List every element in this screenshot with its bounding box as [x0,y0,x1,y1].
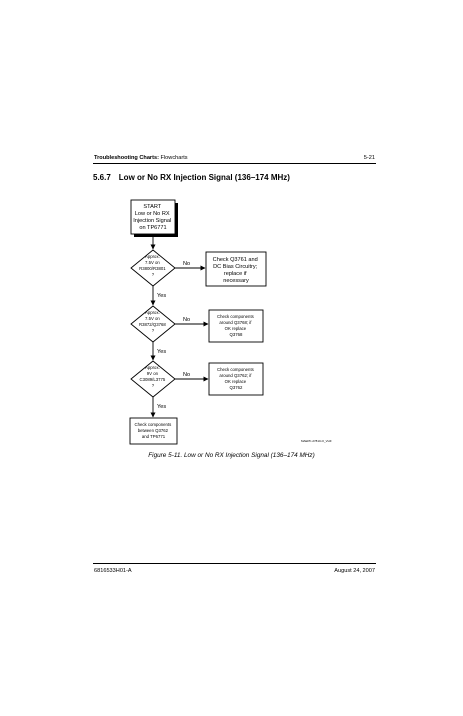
diagram-reference-code: MAEPF-27810-O_VHF [301,439,332,443]
d1-yes-label: Yes [157,293,166,299]
header-rule [93,163,376,164]
end-box-text: Check components between Q3762 and TP677… [135,422,173,439]
action-3-box [208,362,264,396]
d3-yes-label: Yes [157,404,166,410]
footer-doc-number: 6816533H01-A [94,568,132,574]
start-box-text: START Low or No RX Injection Signal on T… [133,204,173,231]
section-number: 5.6.7 [93,173,111,182]
footer-date: August 24, 2007 [334,568,375,574]
header-subchapter: Flowcharts [158,155,188,161]
footer-rule [93,563,376,564]
d3-no-label: No [183,372,190,378]
d1-no-label: No [183,261,190,267]
decision-2-text: Approx. 7.5V on R3872/Q3768 ? [139,310,167,333]
figure-caption: Figure 5-11. Low or No RX Injection Sign… [148,452,315,459]
action-1-text: Check Q3761 and DC Bias Circuitry; repla… [213,257,260,284]
action-2-box [208,309,264,343]
action-2-text: Check components around Q3768; if OK rep… [217,314,255,337]
start-box [130,199,176,235]
end-box [129,417,178,445]
decision-3-text: Approx. 9V on C3089/L3775 ? [139,365,166,388]
d2-no-label: No [183,317,190,323]
decision-1-text: Approx. 7.5V on R3800/R3801 ? [139,254,167,277]
section-heading: 5.6.7 Low or No RX Injection Signal (136–… [93,173,290,182]
header-chapter: Troubleshooting Charts: [94,155,159,161]
running-header: Troubleshooting Charts: Flowcharts [94,155,188,161]
section-title: Low or No RX Injection Signal (136–174 M… [118,173,290,182]
action-1-box [205,251,267,287]
header-page-number: 5-21 [363,155,375,161]
action-3-text: Check components around Q3762; if OK rep… [217,367,255,390]
d2-yes-label: Yes [157,349,166,355]
